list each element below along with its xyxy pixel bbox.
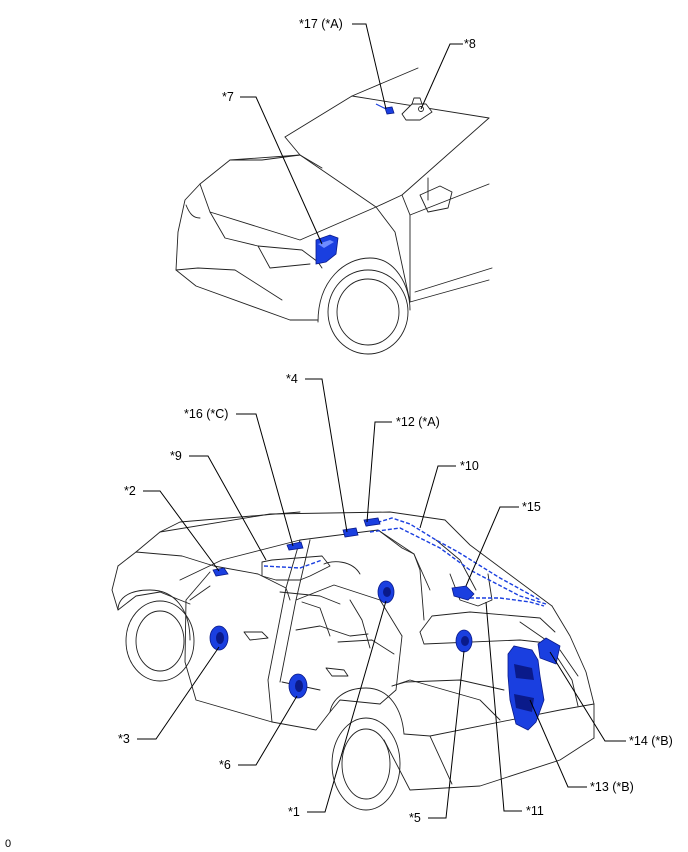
callout-9: *9 — [170, 449, 182, 463]
callout-1: *1 — [288, 805, 300, 819]
part-15-rear-antenna-module — [451, 585, 475, 601]
part-10-harness — [365, 517, 547, 605]
part-2-tweeter-front — [212, 567, 229, 577]
vehicle-front-view — [175, 67, 493, 355]
callout-13: *13 (*B) — [590, 780, 634, 794]
callout-6: *6 — [219, 758, 231, 772]
part-6-rear-door-speaker — [288, 673, 308, 699]
callout-17: *17 (*A) — [299, 17, 343, 31]
part-1-pillar-speaker — [377, 580, 395, 604]
part-8-mirror-module — [401, 97, 433, 121]
part-14-amplifier-rear — [537, 637, 561, 665]
part-17-microphone — [375, 103, 395, 115]
callout-10: *10 — [460, 459, 479, 473]
callout-16: *16 (*C) — [184, 407, 228, 421]
part-11-harness — [470, 597, 545, 607]
part-9-harness — [261, 555, 331, 581]
callout-2: *2 — [124, 484, 136, 498]
part-12-overhead-part — [363, 517, 381, 527]
part-3-front-door-speaker — [209, 625, 229, 651]
callout-14: *14 (*B) — [629, 734, 673, 748]
leader-lines — [137, 23, 626, 819]
part-4-microphone — [342, 527, 359, 538]
part-7-amplifier-front — [315, 234, 339, 265]
part-16-satellite-antenna — [286, 541, 304, 551]
part-13-subwoofer — [507, 645, 545, 731]
callout-4: *4 — [286, 372, 298, 386]
callout-7: *7 — [222, 90, 234, 104]
callout-3: *3 — [118, 732, 130, 746]
vehicle-rear-view — [111, 511, 595, 811]
callout-12: *12 (*A) — [396, 415, 440, 429]
figure-id: 0 — [5, 838, 11, 850]
callout-8: *8 — [464, 37, 476, 51]
callout-11: *11 — [526, 804, 544, 818]
callout-5: *5 — [409, 811, 421, 825]
callout-15: *15 — [522, 500, 541, 514]
part-5-rear-pillar-speaker — [455, 629, 473, 653]
